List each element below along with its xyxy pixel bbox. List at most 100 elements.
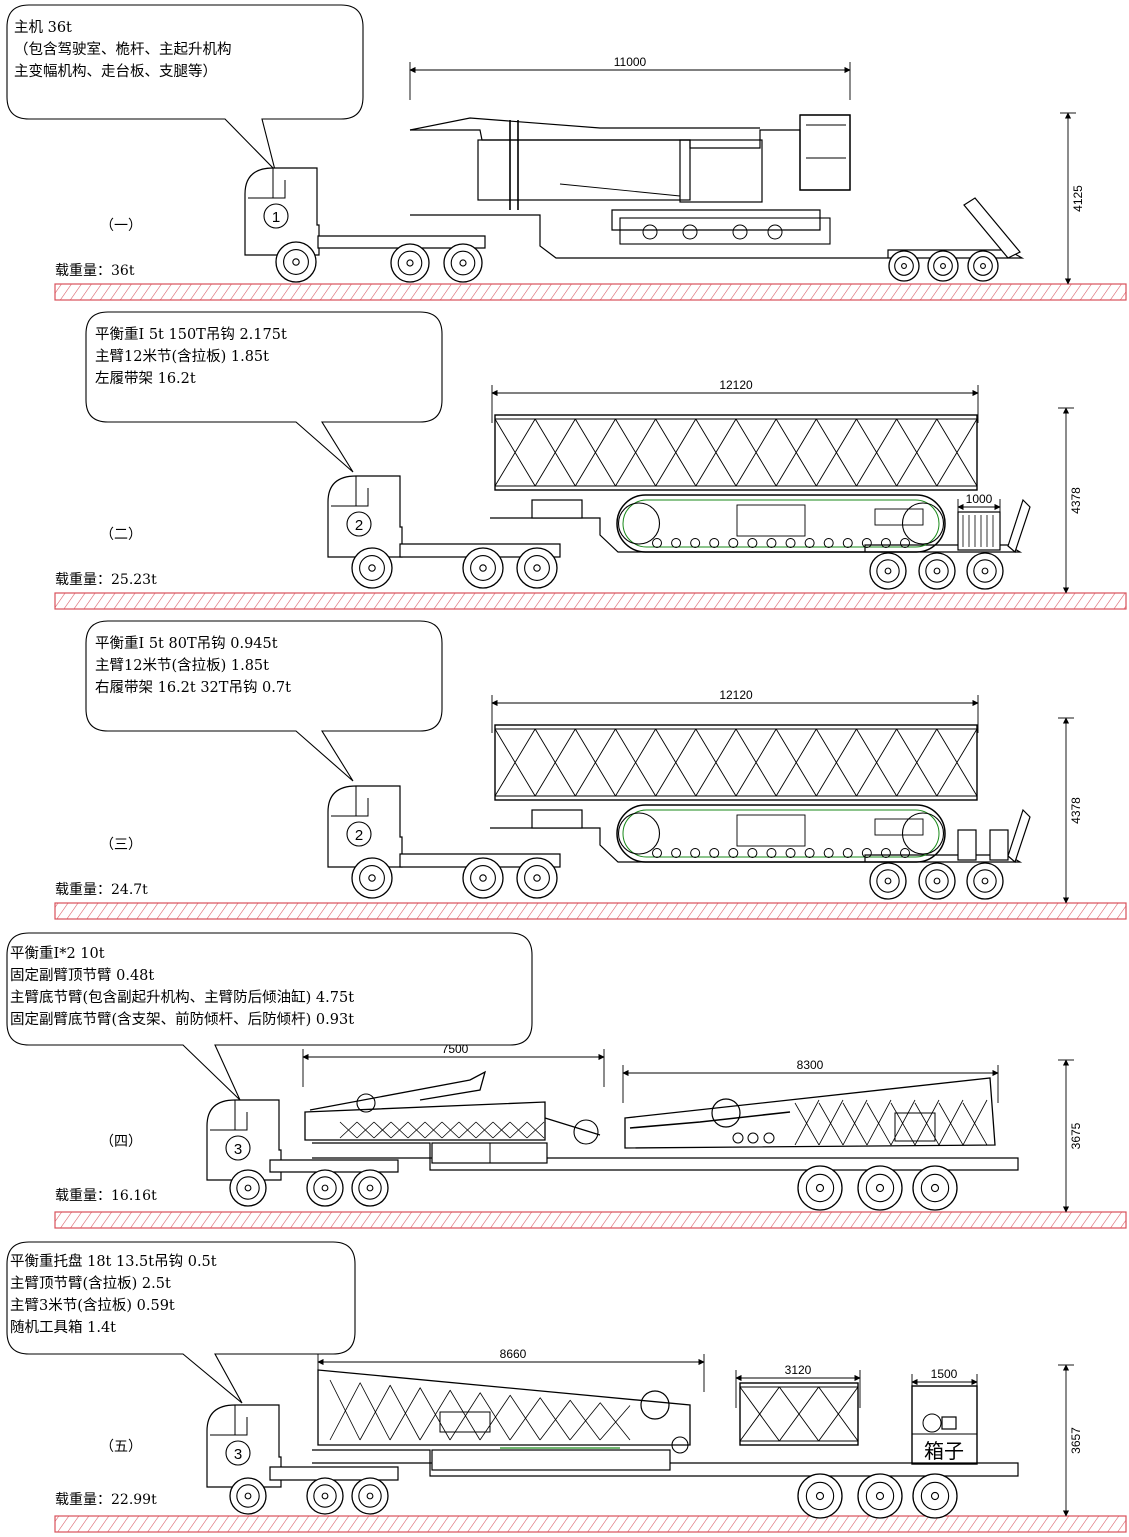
crawler-body: [736, 814, 806, 847]
lattice-frame: [494, 724, 978, 801]
section-label: （一）: [100, 218, 142, 234]
cab-body: [327, 475, 403, 558]
wheel-hub: [459, 259, 467, 267]
tool-box-frame: [911, 1385, 978, 1465]
cab-window: [248, 180, 286, 199]
track-roller: [785, 848, 796, 858]
wheel-rim: [876, 869, 900, 893]
boom-window: [439, 1411, 491, 1433]
wheel: [351, 1169, 389, 1207]
wheel-tire: [306, 1477, 344, 1515]
callout-line: 平衡重Ⅰ*2 10t: [10, 945, 105, 962]
main-boom-top-section: [317, 1369, 691, 1454]
wheel-hub: [292, 258, 300, 266]
length-dimension: 8660: [317, 1347, 705, 1392]
wheel-rim: [359, 865, 385, 891]
wheel-rim: [973, 559, 997, 583]
boom-top-frame: [317, 1369, 691, 1446]
callout-line: 主机 36t: [14, 19, 72, 36]
track-roller: [690, 538, 701, 548]
wheel-rim: [236, 1484, 260, 1508]
wheel: [797, 1165, 843, 1211]
truck-number: 2: [355, 517, 363, 534]
wheel: [888, 250, 920, 282]
shipment-1: 主机 36t（包含驾驶室、桅杆、主起升机构主变幅机构、走台板、支腿等）（一）载重…: [6, 4, 1127, 301]
cab-body: [206, 1404, 282, 1488]
wheel-hub: [479, 874, 487, 882]
wheel-rim: [925, 559, 949, 583]
lattice-brace: [936, 728, 978, 797]
crawler-frame: [616, 804, 946, 863]
track-roller: [766, 538, 777, 548]
wheel-hub: [244, 1184, 252, 1192]
wheel-tire: [918, 552, 956, 590]
wheel-rim: [805, 1481, 835, 1511]
dimension-value: 12120: [719, 688, 753, 702]
wheel-rim: [358, 1484, 382, 1508]
lattice-brace: [655, 418, 697, 487]
wheel-tire: [797, 1165, 843, 1211]
lattice-brace: [856, 418, 898, 487]
callout-line: 平衡重Ⅰ 5t 150T吊钩 2.175t: [95, 326, 287, 343]
crawler-inner: [622, 499, 940, 548]
track-roller: [823, 848, 834, 858]
wheel-rim: [524, 865, 550, 891]
dimension-value: 1000: [966, 492, 993, 506]
hook-block-small: [957, 829, 977, 861]
wheel-hub: [875, 1491, 885, 1501]
wheel-hub: [479, 564, 487, 572]
wheel-tire: [229, 1477, 267, 1515]
wheel: [229, 1477, 267, 1515]
idler-wheel: [617, 812, 661, 855]
lattice-brace: [896, 418, 938, 487]
wheel: [462, 547, 504, 589]
wheel: [306, 1169, 344, 1207]
wheel-rim: [236, 1176, 260, 1200]
truck-cab: 2: [327, 785, 403, 868]
wheel-tire: [869, 862, 907, 900]
dimension-value: 7500: [442, 1042, 469, 1056]
trailer-gooseneck: [269, 1159, 399, 1173]
callout-line: 主变幅机构、走台板、支腿等）: [14, 62, 217, 80]
dimension-value: 4378: [1069, 487, 1083, 514]
truck-number-circle: [263, 203, 289, 229]
wheel: [306, 1477, 344, 1515]
callout-bubble: [85, 620, 443, 782]
ground-hatch: [54, 283, 1127, 301]
ground-hatch: [54, 1211, 1127, 1229]
track-roller: [652, 538, 662, 548]
wheel-tire: [351, 547, 393, 589]
length-dimension: 12120: [491, 688, 979, 733]
wheel-hub: [930, 1183, 940, 1193]
lattice-brace: [695, 728, 737, 797]
cab-window: [210, 1417, 248, 1436]
load-label: 载重量：22.99t: [55, 1492, 157, 1508]
cab-window: [210, 1112, 248, 1131]
dimension-value: 1500: [931, 1367, 958, 1381]
lattice-brace: [815, 418, 857, 487]
wheel-hub: [875, 1183, 885, 1193]
counterweight-block: [531, 499, 583, 519]
wheel-tire: [306, 1169, 344, 1207]
wheel: [390, 243, 430, 283]
height-dimension: 4378: [1058, 407, 1083, 594]
jib-tip-sheave: [573, 1119, 599, 1145]
callout-line: 主臂顶节臂(含拉板) 2.5t: [10, 1274, 171, 1292]
mast-line: [409, 117, 760, 131]
track-roller: [728, 538, 739, 548]
wheel-rim: [973, 256, 993, 276]
wheel-hub: [930, 1491, 940, 1501]
wheel: [967, 250, 999, 282]
wheel-rim: [973, 869, 997, 893]
wheel-rim: [397, 250, 423, 276]
track-roller: [709, 538, 720, 548]
wheel: [966, 862, 1004, 900]
wheel-tire: [857, 1473, 903, 1519]
drive-sprocket: [901, 502, 945, 545]
lattice-brace: [695, 418, 737, 487]
